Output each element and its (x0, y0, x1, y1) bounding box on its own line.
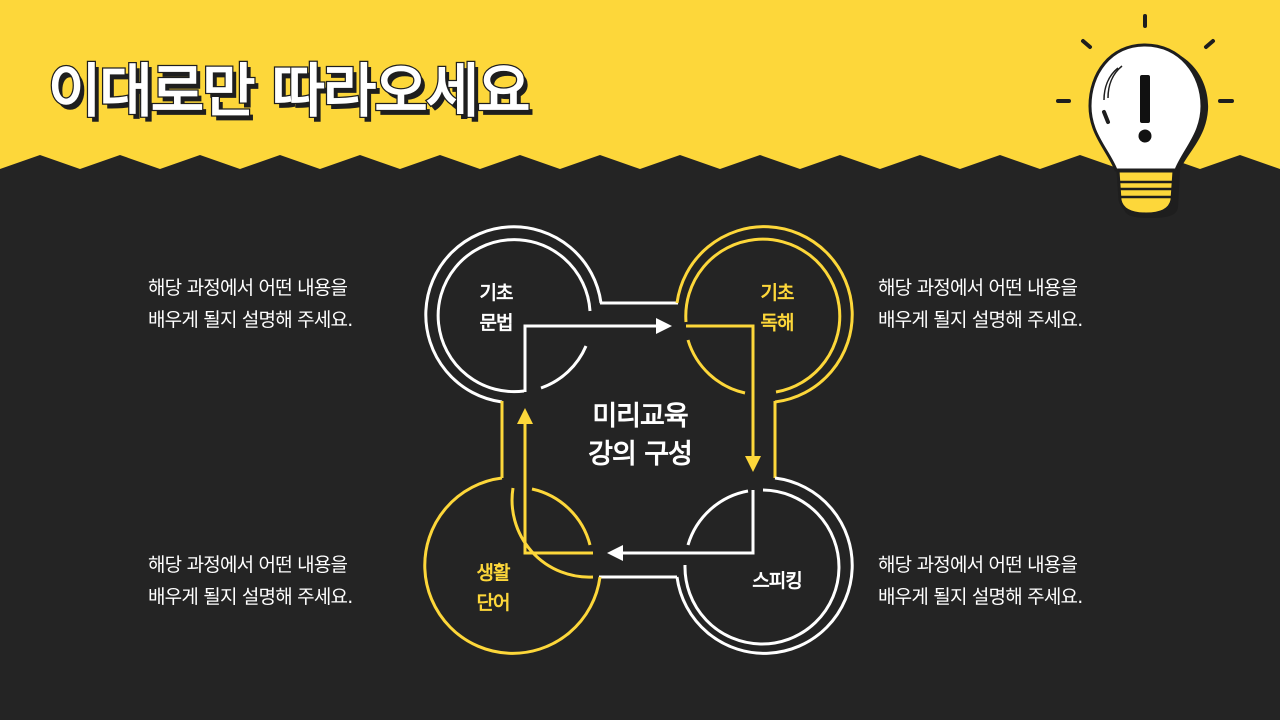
node-label-bottom-right: 스피킹 (727, 566, 827, 596)
zigzag-header-band (0, 0, 1280, 169)
node-label-line1: 스피킹 (752, 570, 802, 592)
node-label-line2: 단어 (476, 592, 511, 614)
node-label-line1: 생활 (476, 562, 511, 584)
description-line1: 해당 과정에서 어떤 내용을 (148, 277, 348, 299)
node-ring-bottom-left (423, 401, 602, 655)
node-ring-bottom-right (599, 476, 854, 655)
description-line1: 해당 과정에서 어떤 내용을 (878, 277, 1078, 299)
description-top-right: 해당 과정에서 어떤 내용을 배우게 될지 설명해 주세요. (878, 272, 1148, 336)
node-ring-top-left (424, 225, 678, 404)
node-ring-top-right (675, 225, 854, 478)
description-line2: 배우게 될지 설명해 주세요. (878, 586, 1083, 608)
description-line1: 해당 과정에서 어떤 내용을 (878, 554, 1078, 576)
arrow-down-icon (745, 456, 761, 472)
description-bottom-right: 해당 과정에서 어떤 내용을 배우게 될지 설명해 주세요. (878, 549, 1148, 613)
center-title-line1: 미리교육 (592, 401, 688, 432)
arrow-right-icon (656, 318, 672, 334)
node-label-line1: 기초 (760, 282, 795, 304)
flow-line-1 (523, 324, 660, 392)
lightbulb-exclamation-icon (1056, 14, 1234, 218)
description-bottom-left: 해당 과정에서 어떤 내용을 배우게 될지 설명해 주세요. (148, 549, 418, 613)
node-label-top-left: 기초 문법 (456, 278, 536, 338)
node-label-line1: 기초 (479, 282, 514, 304)
center-title-line2: 강의 구성 (588, 439, 693, 470)
arrow-up-icon (517, 408, 533, 424)
description-top-left: 해당 과정에서 어떤 내용을 배우게 될지 설명해 주세요. (148, 272, 418, 336)
diagram-center-title: 미리교육 강의 구성 (560, 398, 720, 474)
description-line1: 해당 과정에서 어떤 내용을 (148, 554, 348, 576)
description-line2: 배우게 될지 설명해 주세요. (148, 309, 353, 331)
node-label-line2: 문법 (479, 312, 514, 334)
node-label-line2: 독해 (760, 312, 795, 334)
description-line2: 배우게 될지 설명해 주세요. (148, 586, 353, 608)
node-label-bottom-left: 생활 단어 (453, 558, 533, 618)
node-label-top-right: 기초 독해 (737, 278, 817, 338)
page-title: 이대로만 따라오세요 (47, 56, 532, 127)
description-line2: 배우게 될지 설명해 주세요. (878, 309, 1083, 331)
arrow-left-icon (607, 545, 623, 561)
